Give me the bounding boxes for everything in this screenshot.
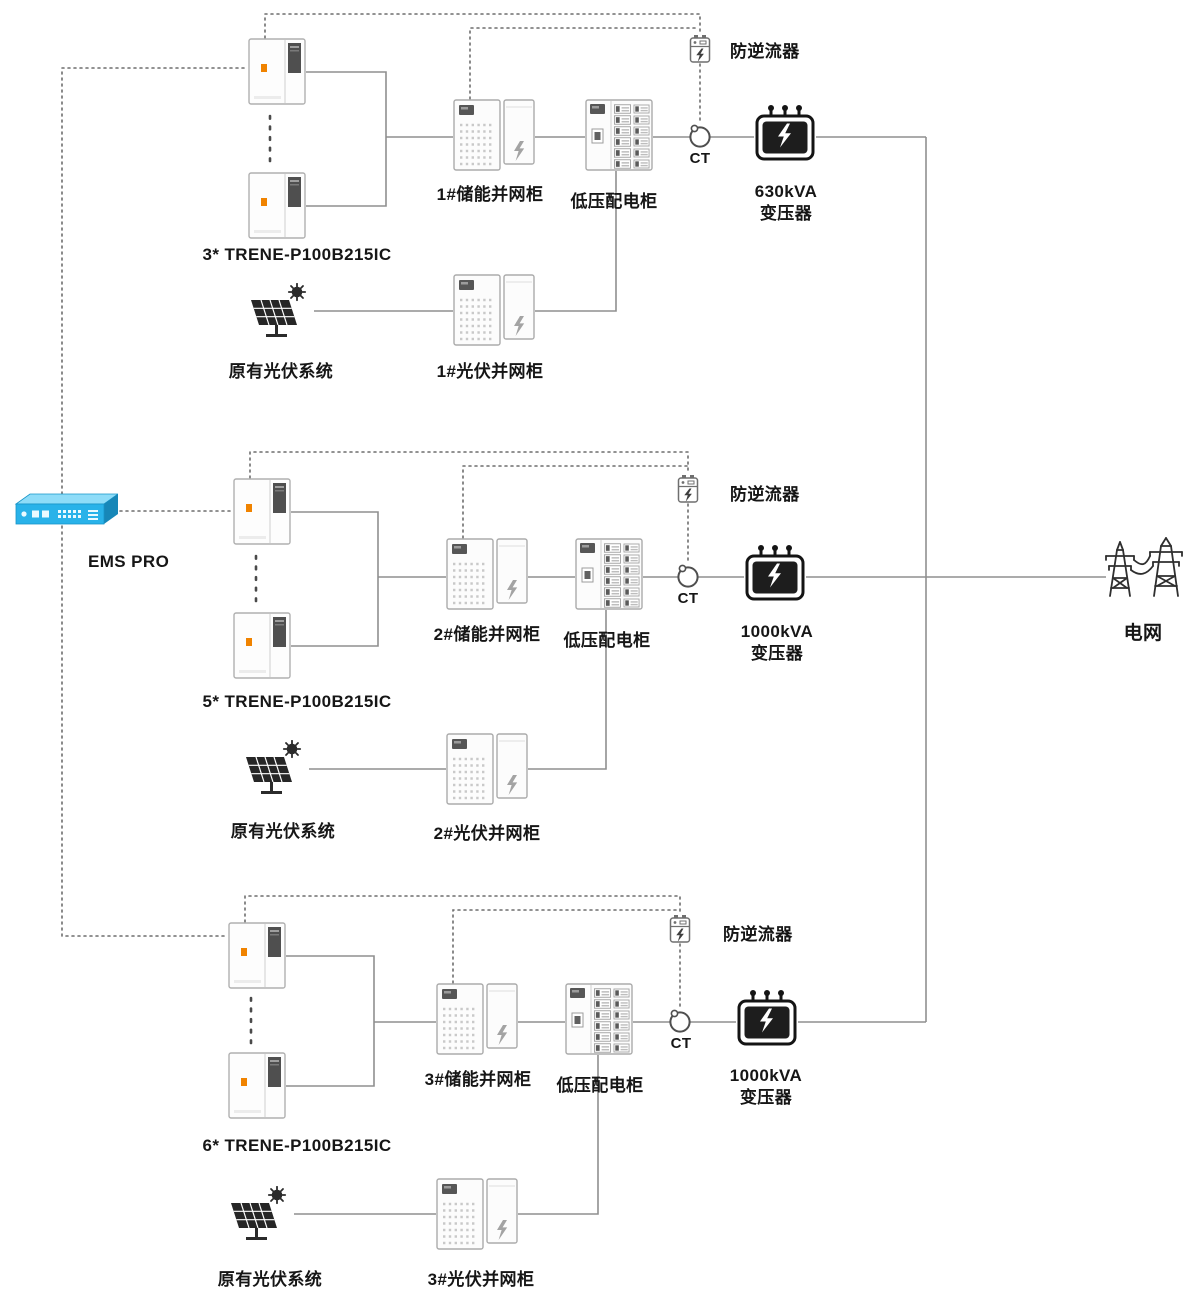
s3-battery-bus-line	[286, 955, 436, 1087]
s2-ct-label: CT	[677, 590, 699, 607]
s2-anti-backflow-label: 防逆流器	[730, 485, 800, 504]
s3-pv-cabinet-icon	[436, 1178, 518, 1250]
s1-battery-cabinet-1-icon	[248, 38, 306, 105]
s3-battery-cabinet-2-icon	[228, 1052, 286, 1119]
ems-to-s3-comm-line	[61, 525, 229, 937]
s1-comm-outer-line	[264, 13, 701, 39]
ems-device-icon	[15, 493, 118, 525]
s3-pv-system-label: 原有光伏系统	[217, 1270, 323, 1289]
s2-transformer-label: 1000kVA 变压器	[741, 621, 813, 666]
s2-pv-cabinet-label: 2#光伏并网柜	[433, 824, 541, 843]
grid-tower-icon	[1105, 537, 1183, 597]
s3-transformer-type: 变压器	[739, 1088, 793, 1108]
s2-storage-cabinet-label: 2#储能并网柜	[433, 625, 541, 644]
s2-battery-cabinet-2-icon	[233, 612, 291, 679]
s1-lv-cabinet-icon	[586, 100, 652, 170]
s2-comm-outer-line	[249, 451, 689, 479]
s2-solar-panel-icon	[245, 740, 302, 795]
comm-lines	[61, 13, 701, 1010]
s2-battery-stack-label: 5* TRENE-P100B215IC	[202, 692, 392, 711]
s2-storage-cabinet-icon	[446, 538, 528, 610]
s3-anti-backflow-label: 防逆流器	[723, 925, 793, 944]
s2-anti-backflow-icon	[677, 474, 699, 503]
s2-ct-icon	[677, 564, 699, 588]
s1-storage-cabinet-icon	[453, 99, 535, 171]
s1-comm-inner-line	[469, 27, 700, 100]
s2-lv-cabinet-icon	[576, 539, 642, 609]
s3-pvcab-to-lv-line	[518, 1055, 599, 1215]
s3-comm-inner-line	[452, 909, 680, 984]
s2-comm-inner-line	[462, 465, 688, 539]
s1-anti-backflow-icon	[689, 34, 711, 63]
s2-transformer-capacity: 1000kVA	[740, 622, 814, 641]
s2-transformer-type: 变压器	[750, 644, 804, 664]
s3-storage-cabinet-icon	[436, 983, 518, 1055]
s2-pv-system-label: 原有光伏系统	[230, 822, 336, 841]
ems-to-s1-comm-line	[61, 67, 249, 495]
s3-battery-stack-label: 6* TRENE-P100B215IC	[202, 1136, 392, 1155]
s1-solar-panel-icon	[250, 283, 307, 338]
s3-transformer-capacity: 1000kVA	[729, 1066, 803, 1085]
s1-pv-system-label: 原有光伏系统	[228, 362, 334, 381]
s1-transformer-type: 变压器	[759, 204, 813, 224]
s3-comm-outer-line	[244, 895, 681, 923]
s3-transformer-icon	[737, 989, 797, 1046]
s1-battery-bus-line	[306, 71, 453, 207]
s3-pv-cabinet-label: 3#光伏并网柜	[427, 1270, 535, 1289]
s3-lv-cabinet-icon	[566, 984, 632, 1054]
s2-pvcab-to-lv-line	[528, 610, 607, 770]
ems-label: EMS PRO	[88, 552, 170, 571]
s1-battery-cabinet-2-icon	[248, 172, 306, 239]
battery-stack-ellipsis	[249, 114, 272, 1048]
s3-ct-icon	[669, 1009, 691, 1033]
s1-ct-label: CT	[689, 150, 711, 167]
s2-lv-cabinet-label: 低压配电柜	[563, 631, 651, 650]
s1-battery-stack-label: 3* TRENE-P100B215IC	[202, 245, 392, 264]
s1-pv-cabinet-icon	[453, 274, 535, 346]
s1-pv-cabinet-label: 1#光伏并网柜	[436, 362, 544, 381]
s3-transformer-label: 1000kVA 变压器	[730, 1065, 802, 1110]
s1-lv-cabinet-label: 低压配电柜	[570, 192, 658, 211]
s1-transformer-capacity: 630kVA	[754, 182, 818, 201]
s3-lv-cabinet-label: 低压配电柜	[556, 1076, 644, 1095]
s2-pv-cabinet-icon	[446, 733, 528, 805]
s3-ct-label: CT	[670, 1035, 692, 1052]
s1-transformer-icon	[755, 104, 815, 161]
s3-solar-panel-icon	[230, 1186, 287, 1241]
s2-battery-bus-line	[291, 511, 446, 647]
s1-anti-backflow-label: 防逆流器	[730, 42, 800, 61]
s1-storage-cabinet-label: 1#储能并网柜	[436, 185, 544, 204]
s3-anti-backflow-icon	[669, 914, 691, 943]
grid-label: 电网	[1123, 623, 1163, 644]
s3-battery-cabinet-1-icon	[228, 922, 286, 989]
s1-ct-icon	[689, 124, 711, 148]
s1-transformer-label: 630kVA 变压器	[755, 181, 818, 226]
power-lines	[286, 71, 1106, 1215]
s2-battery-cabinet-1-icon	[233, 478, 291, 545]
s3-storage-cabinet-label: 3#储能并网柜	[424, 1070, 532, 1089]
s1-pvcab-to-lv-line	[535, 171, 617, 312]
s2-transformer-icon	[745, 544, 805, 601]
